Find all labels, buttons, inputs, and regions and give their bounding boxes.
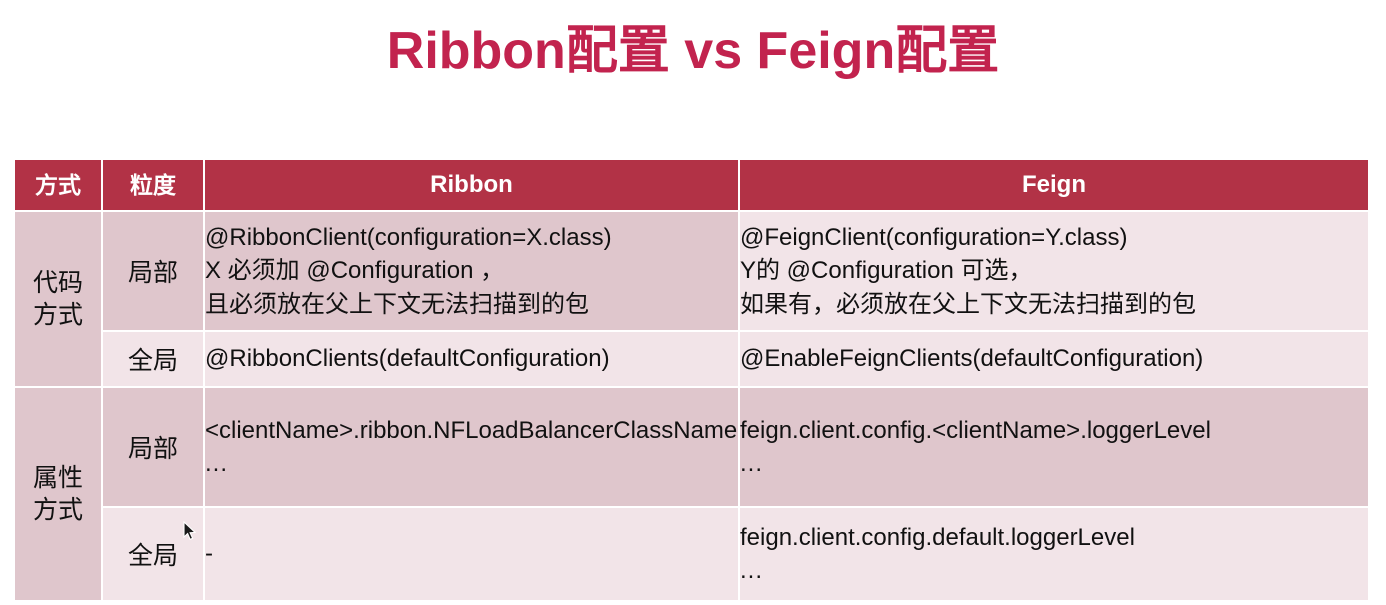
- cell-line: 如果有，必须放在父上下文无法扫描到的包: [740, 290, 1196, 318]
- table-row: 全局 - feign.client.config.default.loggerL…: [15, 508, 1368, 600]
- cell-line: ...: [740, 450, 764, 477]
- table-row: 代码 方式 局部 @RibbonClient(configuration=X.c…: [15, 212, 1368, 386]
- table-header-row: 方式 粒度 Ribbon Feign: [15, 160, 1368, 210]
- cell-ribbon-code-local: @RibbonClient(configuration=X.class) X 必…: [205, 212, 738, 330]
- granularity-prop-global: 全局: [103, 508, 203, 600]
- group-label-line1: 属性: [32, 464, 83, 492]
- cell-ribbon-prop-local: <clientName>.ribbon.NFLoadBalancerClassN…: [205, 388, 738, 506]
- cell-feign-prop-local: feign.client.config.<clientName>.loggerL…: [740, 388, 1368, 506]
- cell-line: @RibbonClient(configuration=X.class): [205, 224, 612, 252]
- table-row: 属性 方式 局部 <clientName>.ribbon.NFLoadBalan…: [15, 388, 1368, 600]
- group-label-line2: 方式: [32, 301, 83, 329]
- cell-line: @RibbonClients(defaultConfiguration): [205, 345, 610, 373]
- table-row: 全局 @RibbonClients(defaultConfiguration) …: [15, 332, 1368, 386]
- cell-line: Y的 @Configuration 可选，: [740, 257, 1033, 285]
- granularity-prop-local: 局部: [103, 388, 203, 506]
- cell-line: ...: [205, 450, 229, 477]
- cell-line: @FeignClient(configuration=Y.class): [740, 224, 1128, 252]
- group-label-line2: 方式: [32, 496, 83, 524]
- cell-ribbon-code-global: @RibbonClients(defaultConfiguration): [205, 332, 738, 386]
- cell-line: <clientName>.ribbon.NFLoadBalancerClassN…: [205, 416, 738, 444]
- cell-line: feign.client.config.default.loggerLevel: [740, 523, 1135, 551]
- header-feign: Feign: [740, 160, 1368, 210]
- cell-feign-code-local: @FeignClient(configuration=Y.class) Y的 @…: [740, 212, 1368, 330]
- cell-line: 且必须放在父上下文无法扫描到的包: [205, 290, 589, 318]
- cell-feign-code-global: @EnableFeignClients(defaultConfiguration…: [740, 332, 1368, 386]
- cell-line: feign.client.config.<clientName>.loggerL…: [740, 416, 1211, 444]
- granularity-code-local: 局部: [103, 212, 203, 330]
- group-label-property-method: 属性 方式: [15, 388, 101, 600]
- group-label-code-method: 代码 方式: [15, 212, 101, 386]
- cell-line: -: [205, 540, 213, 568]
- granularity-code-global: 全局: [103, 332, 203, 386]
- cell-feign-prop-global: feign.client.config.default.loggerLevel …: [740, 508, 1368, 600]
- cell-line: @EnableFeignClients(defaultConfiguration…: [740, 345, 1204, 373]
- cell-line: ...: [740, 557, 764, 584]
- cell-ribbon-prop-global: -: [205, 508, 738, 600]
- comparison-table: 方式 粒度 Ribbon Feign 代码 方式 局部 @RibbonClien…: [13, 158, 1370, 602]
- cell-line: X 必须加 @Configuration ，: [205, 257, 505, 285]
- header-ribbon: Ribbon: [205, 160, 738, 210]
- header-method: 方式: [15, 160, 101, 210]
- header-granularity: 粒度: [103, 160, 203, 210]
- group-label-line1: 代码: [32, 269, 83, 297]
- page-title: Ribbon配置 vs Feign配置: [386, 22, 1000, 80]
